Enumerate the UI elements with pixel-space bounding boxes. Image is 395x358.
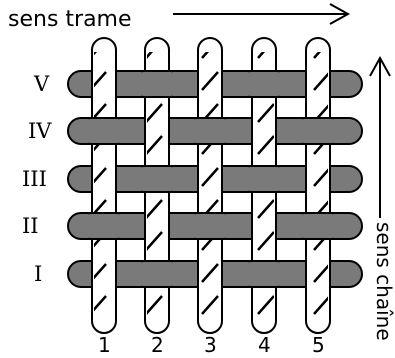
weft-row-label: V — [33, 72, 50, 96]
weft-row-label: II — [22, 214, 39, 238]
weft-over-fill — [141, 262, 173, 286]
weft-over-fill — [302, 119, 334, 143]
warp-column-label: 3 — [204, 333, 217, 357]
warp-direction-arrow — [369, 55, 391, 218]
weft-direction-label: sens trame — [8, 7, 132, 32]
weft-over-fill — [194, 214, 226, 238]
warp-direction-label: sens chaîne — [372, 222, 395, 341]
warp-column-label: 1 — [98, 333, 111, 357]
weft-row-label: III — [22, 167, 47, 191]
weft-over-fill — [141, 72, 173, 96]
warp-column-label: 5 — [312, 333, 325, 357]
weft-over-fill — [88, 119, 120, 143]
warp-column-label: 2 — [151, 333, 164, 357]
weft-row-label: I — [34, 262, 42, 286]
weft-row-label: IV — [28, 119, 52, 143]
weft-direction-arrow — [173, 3, 351, 25]
weft-over-fill — [248, 262, 280, 286]
weft-over-fill — [248, 72, 280, 96]
weft-over-fill — [88, 214, 120, 238]
warp-hatching — [94, 52, 114, 319]
weft-over-fill — [302, 214, 334, 238]
weft-over-fill — [248, 167, 280, 191]
weft-over-fill — [141, 167, 173, 191]
warp-hatching — [308, 52, 328, 319]
warp-column-label: 4 — [258, 333, 271, 357]
weft-over-fill — [194, 119, 226, 143]
warp-hatching — [200, 52, 220, 319]
